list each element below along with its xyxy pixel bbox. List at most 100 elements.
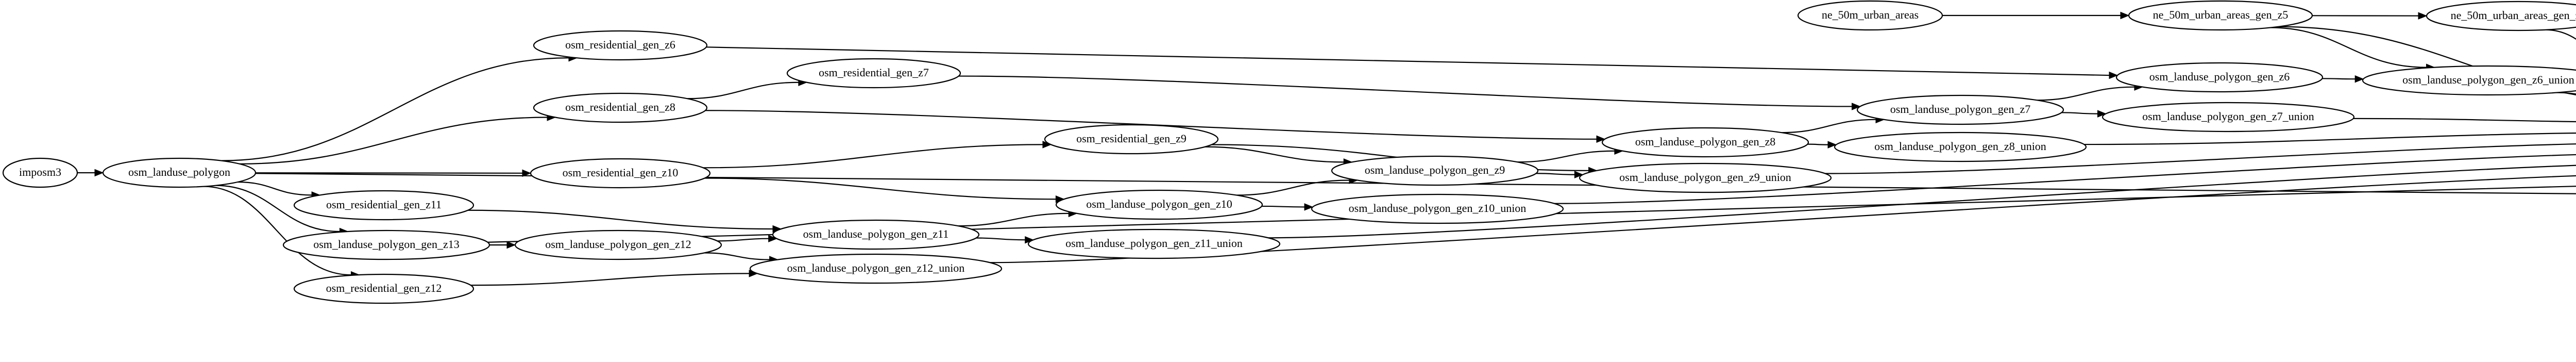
edge-osm_landuse_polygon_gen_z11-to-osm_landuse_polygon_gen_z11_union	[976, 237, 1025, 241]
node-shape-osm_landuse_polygon_gen_z12[interactable]	[514, 229, 722, 260]
node-osm_residential_gen_z8[interactable]: osm_residential_gen_z8	[533, 92, 708, 123]
edge-osm_landuse_polygon_gen_z10-to-osm_landuse_polygon_gen_z10_union	[1261, 205, 1305, 208]
edge-osm_landuse_polygon_gen_z8-to-osm_landuse_polygon_gen_z8_union	[1807, 143, 1828, 145]
edge-ne_50m_urban_areas_gen_z5-to-osm_landuse_polygon_gen_z6_union	[2270, 27, 2427, 68]
node-shape-osm_residential_gen_z10[interactable]	[530, 158, 711, 189]
edge-osm_residential_gen_z10-to-osm_landuse_polygon_gen_z10	[704, 177, 1056, 200]
edge-osm_landuse_polygon_gen_z8-to-osm_landuse_polygon_gen_z7	[1781, 119, 1876, 134]
node-shape-osm_landuse_polygon_gen_z10_union[interactable]	[1311, 193, 1564, 224]
edge-osm_landuse_polygon_gen_z12-to-osm_landuse_polygon_gen_z12_union	[704, 252, 770, 260]
node-shape-osm_residential_gen_z9[interactable]	[1044, 124, 1219, 155]
edge-osm_landuse_polygon_gen_z11-to-osm_landuse_polygon_gen_z10	[958, 212, 1069, 227]
node-osm_residential_gen_z6[interactable]: osm_residential_gen_z6	[533, 30, 708, 61]
node-shape-osm_residential_gen_z8[interactable]	[533, 92, 708, 123]
node-osm_landuse_polygon_gen_z12[interactable]: osm_landuse_polygon_gen_z12	[514, 229, 722, 260]
node-shape-osm_residential_gen_z7[interactable]	[786, 58, 961, 89]
edge-osm_landuse_polygon_gen_z9-to-osm_landuse_polygon_gen_z9_union	[1536, 173, 1575, 175]
node-osm_landuse_polygon_gen_z9[interactable]: osm_landuse_polygon_gen_z9	[1331, 155, 1539, 186]
edge-osm_residential_gen_z7-to-osm_landuse_polygon_gen_z7	[958, 75, 1852, 107]
node-shape-ne_50m_urban_areas_gen_z5[interactable]	[2128, 0, 2313, 31]
arrow-head-37	[2354, 75, 2364, 83]
edge-osm_landuse_polygon_gen_z6-to-osm_landuse_polygon_gen_z6_union	[2322, 78, 2355, 80]
edge-osm_landuse_polygon-to-osm_residential_gen_z11	[238, 181, 312, 196]
node-osm_landuse_polygon_gen_z8_union[interactable]: osm_landuse_polygon_gen_z8_union	[1834, 131, 2087, 162]
node-shape-ne_50m_urban_areas_gen_z4[interactable]	[2426, 1, 2576, 31]
edge-osm_residential_gen_z11-to-osm_landuse_polygon_gen_z11	[468, 209, 773, 230]
edge-osm_landuse_polygon-to-osm_residential_gen_z8	[239, 117, 548, 164]
arrow-head-0	[94, 169, 104, 177]
node-shape-osm_landuse_polygon_gen_z8[interactable]	[1601, 127, 1809, 158]
node-ne_50m_urban_areas[interactable]: ne_50m_urban_areas	[1797, 0, 1943, 31]
node-osm_landuse_polygon_gen_z6[interactable]: osm_landuse_polygon_gen_z6	[2115, 62, 2324, 93]
edge-osm_landuse_polygon_gen_z11_union-to-layer_landuse-z11	[1268, 164, 2576, 239]
node-shape-osm_residential_gen_z12[interactable]	[293, 273, 474, 304]
edge-osm_landuse_polygon_gen_z12-to-osm_landuse_polygon_gen_z11	[717, 238, 769, 242]
node-osm_residential_gen_z9[interactable]: osm_residential_gen_z9	[1044, 124, 1219, 155]
edge-osm_residential_gen_z9-to-osm_landuse_polygon_gen_z9	[1205, 146, 1344, 163]
edge-osm_landuse_polygon_gen_z7_union-to-layer_landuse-z7	[2353, 118, 2576, 123]
arrow-head-29	[1574, 171, 1584, 178]
node-shape-osm_residential_gen_z6[interactable]	[533, 30, 708, 61]
arrow-head-32	[1827, 141, 1837, 149]
arrow-head-41	[2418, 12, 2428, 20]
node-osm_landuse_polygon_gen_z11[interactable]: osm_landuse_polygon_gen_z11	[772, 219, 980, 250]
node-shape-osm_landuse_polygon_gen_z6_union[interactable]	[2362, 65, 2576, 96]
node-shape-osm_landuse_polygon_gen_z12_union[interactable]	[749, 253, 1003, 284]
edge-osm_residential_gen_z8-to-osm_residential_gen_z7	[687, 81, 799, 100]
edge-osm_landuse_polygon-to-osm_residential_gen_z12	[203, 186, 351, 276]
node-shape-osm_landuse_polygon_gen_z13[interactable]	[282, 229, 490, 260]
arrow-head-40	[2120, 11, 2130, 20]
arrow-head-8	[2109, 71, 2119, 79]
node-osm_residential_gen_z12[interactable]: osm_residential_gen_z12	[293, 273, 474, 304]
edge-osm_residential_gen_z12-to-osm_landuse_polygon_gen_z12_union	[470, 273, 750, 286]
edge-osm_landuse_polygon-to-osm_landuse_polygon_gen_z13	[215, 185, 340, 233]
arrow-head-26	[1304, 203, 1314, 211]
node-shape-osm_landuse_polygon_gen_z7_union[interactable]	[2102, 102, 2355, 133]
edge-osm_landuse_polygon_gen_z10_union-to-layer_landuse-z10	[1554, 154, 2576, 204]
node-osm_residential_gen_z10[interactable]: osm_residential_gen_z10	[530, 158, 711, 189]
node-osm_landuse_polygon_gen_z7_union[interactable]: osm_landuse_polygon_gen_z7_union	[2102, 102, 2355, 133]
node-osm_landuse_polygon[interactable]: osm_landuse_polygon	[102, 157, 257, 188]
edge-osm_landuse_polygon-to-osm_residential_gen_z6	[221, 57, 569, 161]
node-shape-osm_landuse_polygon_gen_z11[interactable]	[772, 219, 980, 250]
arrow-head-18	[506, 241, 516, 249]
node-shape-osm_landuse_polygon[interactable]	[102, 157, 257, 188]
arrow-head-3	[522, 169, 532, 177]
node-shape-osm_landuse_polygon_gen_z9[interactable]	[1331, 155, 1539, 186]
node-shape-osm_landuse_polygon_gen_z6[interactable]	[2115, 62, 2324, 93]
edge-osm_residential_gen_z10-to-osm_residential_gen_z9	[703, 144, 1043, 169]
node-osm_landuse_polygon_gen_z10_union[interactable]: osm_landuse_polygon_gen_z10_union	[1311, 193, 1564, 224]
node-shape-osm_residential_gen_z11[interactable]	[293, 190, 474, 221]
arrow-head-11	[1596, 135, 1606, 143]
node-osm_landuse_polygon_gen_z11_union[interactable]: osm_landuse_polygon_gen_z11_union	[1027, 228, 1281, 259]
arrow-head-35	[2097, 110, 2107, 118]
node-osm_residential_gen_z7[interactable]: osm_residential_gen_z7	[786, 58, 961, 89]
node-osm_landuse_polygon_gen_z13[interactable]: osm_landuse_polygon_gen_z13	[282, 229, 490, 260]
edge-osm_landuse_polygon_gen_z7-to-osm_landuse_polygon_gen_z6	[2037, 86, 2134, 101]
node-osm_residential_gen_z11[interactable]: osm_residential_gen_z11	[293, 190, 474, 221]
edge-osm_landuse_polygon_gen_z9_union-to-layer_landuse-z9	[1825, 143, 2576, 174]
node-shape-imposm3[interactable]	[2, 157, 78, 188]
node-osm_landuse_polygon_gen_z8[interactable]: osm_landuse_polygon_gen_z8	[1601, 127, 1809, 158]
node-osm_landuse_polygon_gen_z10[interactable]: osm_landuse_polygon_gen_z10	[1055, 189, 1263, 220]
node-ne_50m_urban_areas_gen_z4[interactable]: ne_50m_urban_areas_gen_z4	[2426, 1, 2576, 31]
arrow-head-9	[1852, 103, 1861, 110]
arrow-head-20	[768, 235, 778, 242]
edge-osm_landuse_polygon_gen_z8_union-to-layer_landuse-z8	[2084, 132, 2576, 145]
node-shape-osm_landuse_polygon_gen_z7[interactable]	[1856, 94, 2064, 125]
node-imposm3[interactable]: imposm3	[2, 157, 78, 188]
node-osm_landuse_polygon_gen_z9_union[interactable]: osm_landuse_polygon_gen_z9_union	[1579, 162, 1832, 193]
edge-ne_50m_urban_areas_gen_z4-to-layer_landuse-z4	[2545, 29, 2576, 40]
node-osm_landuse_polygon_gen_z6_union[interactable]: osm_landuse_polygon_gen_z6_union	[2362, 65, 2576, 96]
node-shape-osm_landuse_polygon_gen_z8_union[interactable]	[1834, 131, 2087, 162]
node-shape-osm_landuse_polygon_gen_z11_union[interactable]	[1027, 228, 1281, 259]
node-shape-osm_landuse_polygon_gen_z9_union[interactable]	[1579, 162, 1832, 193]
node-shape-ne_50m_urban_areas[interactable]	[1797, 0, 1943, 31]
node-osm_landuse_polygon_gen_z12_union[interactable]: osm_landuse_polygon_gen_z12_union	[749, 253, 1003, 284]
node-ne_50m_urban_areas_gen_z5[interactable]: ne_50m_urban_areas_gen_z5	[2128, 0, 2313, 31]
edge-ne_50m_urban_areas_gen_z5-to-layer_landuse-z5	[2278, 26, 2576, 96]
node-osm_landuse_polygon_gen_z7[interactable]: osm_landuse_polygon_gen_z7	[1856, 94, 2064, 125]
node-shape-osm_landuse_polygon_gen_z10[interactable]	[1055, 189, 1263, 220]
